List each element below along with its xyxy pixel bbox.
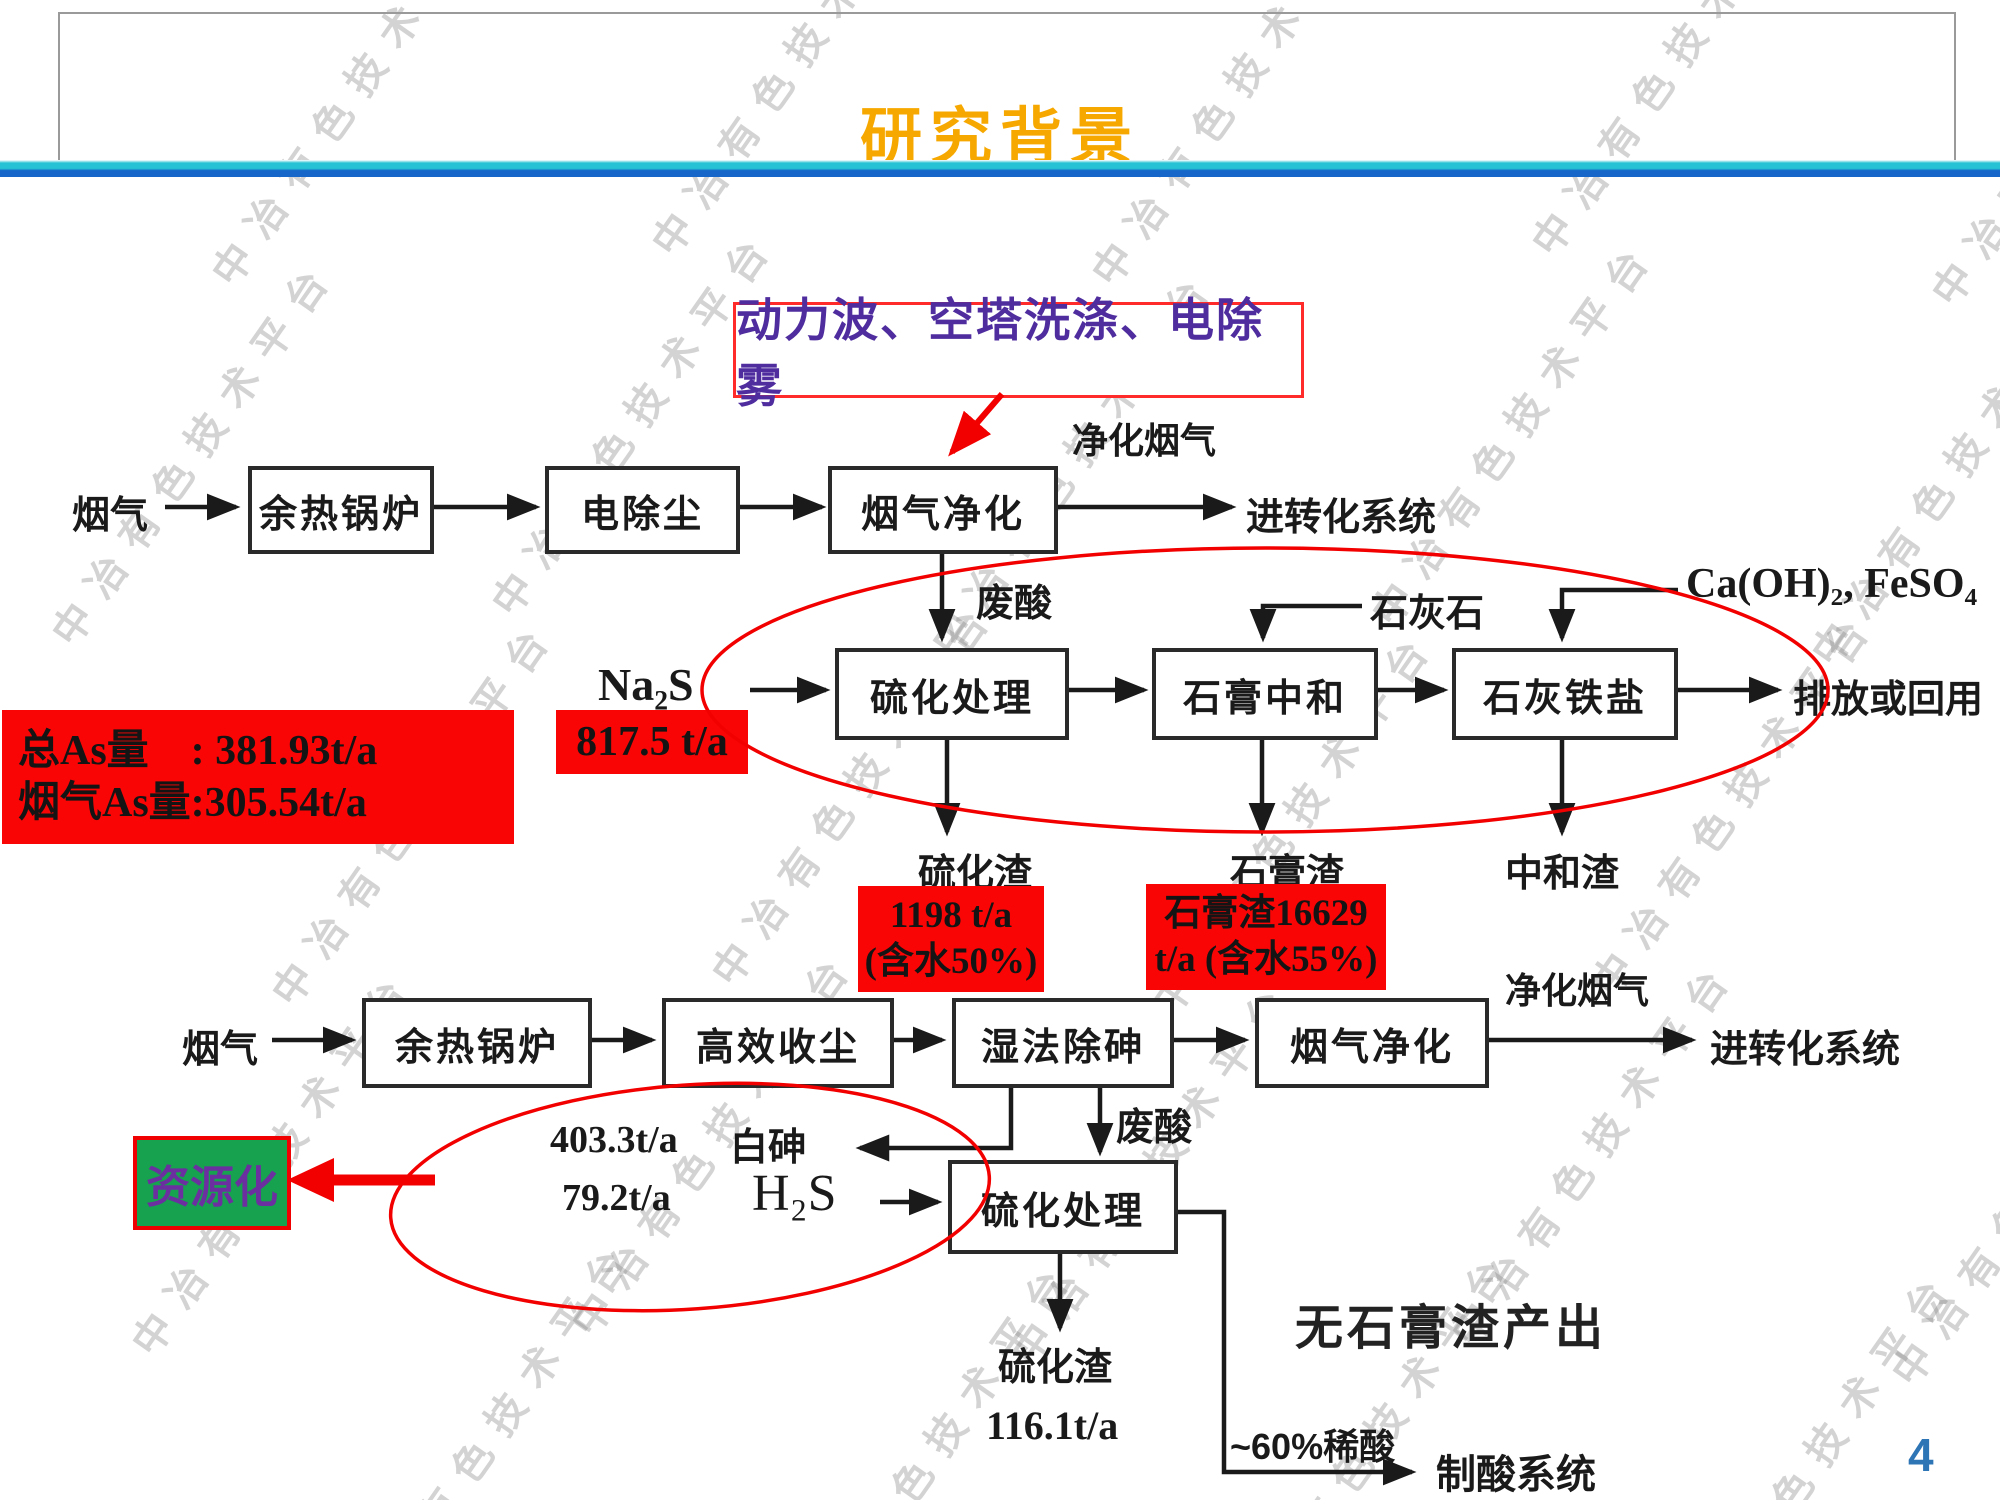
highlight-sulfide-residue-amount: 1198 t/a (含水50%) (858, 886, 1044, 992)
gypsum-amount-line1: 石膏渣16629 (1164, 892, 1368, 934)
label-dilute-acid: ~60%稀酸 (1230, 1426, 1396, 1467)
label-discharge-or-reuse: 排放或回用 (1793, 679, 1984, 721)
label-to-conversion-bottom: 进转化系统 (1710, 1029, 1901, 1071)
label-caoh2-feso4: Ca(OH)₂, FeSO₄ (1686, 561, 1978, 607)
label-no-gypsum-residue: 无石膏渣产出 (1295, 1302, 1608, 1355)
arrow-limestone-feed (1249, 603, 1362, 643)
highlight-gypsum-residue-amount: 石膏渣16629 t/a (含水55%) (1146, 884, 1386, 990)
watermark-text: 中冶有色技术平台 (344, 1228, 647, 1500)
watermark-text: 中冶有色技术平台 (484, 218, 787, 624)
label-to-conversion-top: 进转化系统 (1246, 497, 1437, 539)
label-acid-plant: 制酸系统 (1436, 1453, 1596, 1497)
label-white-arsenic-amount: 403.3t/a (550, 1119, 678, 1161)
label-neutralization-residue: 中和渣 (1505, 853, 1620, 895)
box-gas-purification-bottom: 烟气净化 (1255, 998, 1489, 1088)
box-waste-heat-boiler-top: 余热锅炉 (248, 466, 434, 554)
watermark-text: 中冶有色技术平台 (44, 248, 347, 654)
page-number: 4 (1908, 1429, 1934, 1481)
arrow-to-white-arsenic (855, 1082, 1014, 1162)
label-sulfide-residue-bottom: 硫化渣 (998, 1347, 1113, 1389)
box-sulfidation-bottom: 硫化处理 (948, 1160, 1178, 1254)
watermark-text: 中冶有色技术平台 (1804, 268, 2000, 674)
box-high-efficiency-dust: 高效收尘 (662, 998, 894, 1088)
label-clean-gas-bottom: 净化烟气 (1505, 970, 1650, 1011)
box-gas-purification-top: 烟气净化 (828, 466, 1058, 554)
label-h2s: H₂S (752, 1165, 837, 1222)
red-arrow-resource-head (287, 1158, 334, 1202)
arrow-caoh2-feed (1548, 587, 1678, 643)
label-flue-gas-top: 烟气 (72, 495, 149, 537)
box-waste-heat-boiler-bottom: 余热锅炉 (362, 998, 592, 1088)
label-white-arsenic: 白砷 (730, 1127, 807, 1169)
label-waste-acid-bottom: 废酸 (1116, 1107, 1193, 1149)
sulfide-amount-line1: 1198 t/a (889, 894, 1013, 936)
header-divider (0, 160, 2000, 177)
label-flue-gas-bottom: 烟气 (182, 1029, 259, 1071)
label-limestone: 石灰石 (1370, 593, 1485, 635)
label-h2s-amount: 79.2t/a (562, 1177, 671, 1219)
box-wet-arsenic-removal: 湿法除砷 (952, 998, 1174, 1088)
red-ellipse-products (388, 1081, 992, 1313)
highlight-na2s-amount: 817.5 t/a (556, 710, 748, 774)
label-waste-acid-top: 废酸 (976, 583, 1053, 625)
watermark-text: 中冶有色技术平台 (1364, 228, 1667, 634)
label-flue-as: 烟气As量:305.54t/a (18, 780, 367, 826)
box-esp: 电除尘 (545, 466, 740, 554)
box-sulfidation-top: 硫化处理 (835, 648, 1069, 740)
label-total-as: 总As量 : 381.93t/a (18, 727, 378, 774)
highlight-arsenic-totals: 总As量 : 381.93t/a 烟气As量:305.54t/a (2, 710, 514, 844)
box-lime-iron-salt: 石灰铁盐 (1452, 648, 1678, 740)
callout-scrubbing-methods: 动力波、空塔洗涤、电除雾 (733, 294, 1304, 412)
box-gypsum-neutralization: 石膏中和 (1152, 648, 1378, 740)
label-clean-gas-top: 净化烟气 (1072, 420, 1217, 461)
gypsum-amount-line2: t/a (含水55%) (1154, 939, 1378, 980)
sulfide-amount-line2: (含水50%) (864, 941, 1038, 982)
resource-utilization-badge: 资源化 (133, 1136, 291, 1230)
label-sulfide-amount-bottom: 116.1t/a (986, 1403, 1119, 1448)
label-na2s: Na₂S (598, 659, 694, 710)
